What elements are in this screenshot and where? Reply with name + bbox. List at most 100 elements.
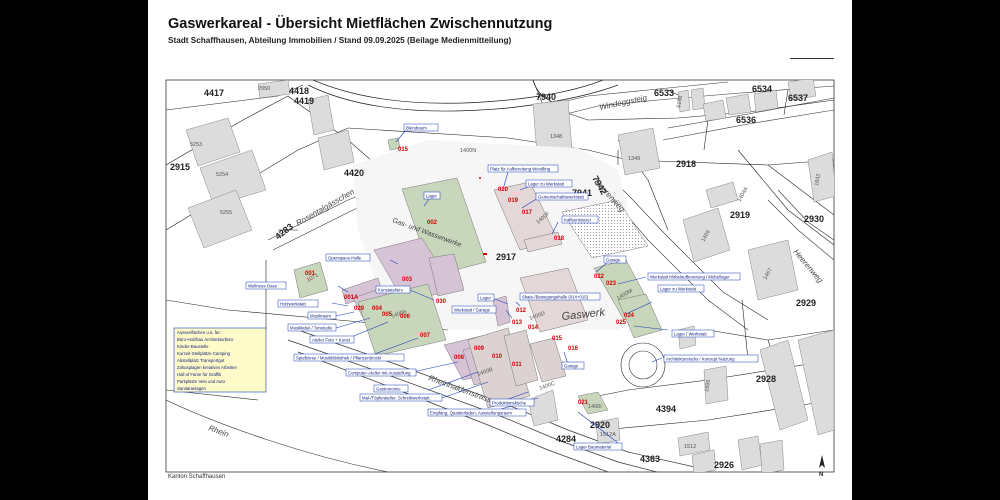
callout-blendraum: Blendraum	[403, 123, 439, 132]
map-sheet: Gaswerkareal - Übersicht Mietflächen Zwi…	[148, 0, 852, 500]
plot-4420: 4420	[344, 168, 364, 178]
svg-text:Blendraum: Blendraum	[406, 126, 427, 131]
building-label-1685: 1685	[704, 379, 712, 392]
svg-text:Gastronomie: Gastronomie	[376, 387, 401, 392]
plot-2920: 2920	[590, 420, 610, 430]
callout-lager-mid: Lager	[477, 293, 495, 302]
svg-text:Lager zu Werkstatt: Lager zu Werkstatt	[660, 287, 697, 292]
page-subtitle: Stadt Schaffhausen, Abteilung Immobilien…	[168, 36, 512, 45]
area-003: 003	[402, 277, 413, 283]
map-content: 4417 4418 4419 7940 6533 6534 6537 6536 …	[166, 80, 834, 472]
area-029: 029	[354, 306, 365, 312]
marker-dash	[483, 253, 487, 255]
svg-text:Empfang, Quartierladen, Ausste: Empfang, Quartierladen, Ausstellungsraum	[430, 411, 512, 416]
building-label-6198: 6198	[676, 95, 684, 108]
building-label-5254: 5254	[216, 172, 228, 178]
building-1512a	[595, 417, 621, 445]
callout-mal-toepfer: Mal-/Töpferatelier, Schreibwerkstatt	[359, 393, 443, 402]
svg-text:Lager Baumaterial: Lager Baumaterial	[576, 445, 611, 450]
building-1512	[677, 431, 711, 457]
legend-line: Kurzeit-Stellplätze Camping	[177, 351, 231, 356]
area-026: 025	[616, 320, 627, 326]
area-021: 020	[498, 187, 509, 193]
building-1406	[682, 207, 731, 263]
callout-architekturstudio: Architekturstudio / Konzept Nutzung	[663, 354, 759, 363]
svg-text:Musikraum: Musikraum	[310, 314, 331, 319]
svg-text:Lager: Lager	[480, 296, 492, 301]
svg-text:Computer-Atelier mit Ausstellu: Computer-Atelier mit Ausstellung	[348, 371, 411, 376]
area-024: 023	[606, 281, 617, 287]
area-014: 014	[528, 325, 539, 331]
callout-lager-werkstatt: Lager zu Werkstatt	[525, 179, 573, 188]
callout-kaffeeroesterei: Kaffeerösterei	[561, 215, 599, 224]
svg-text:Architekturstudio / Konzept Nu: Architekturstudio / Konzept Nutzung	[666, 357, 735, 362]
legend-line: Sanitäranlagen	[177, 386, 207, 391]
building-1348	[532, 99, 573, 155]
callout-spielboerse: Spielbörse / Musikbibliothek / Pflanzenb…	[293, 353, 405, 362]
building-label-1071: 1071	[306, 272, 320, 283]
building-label-1400c: 1400C	[539, 381, 556, 392]
area-001a: 001A	[344, 295, 359, 301]
area-019: 018	[554, 236, 565, 242]
callout-garage-top: Garage	[603, 255, 627, 264]
plot-6533: 6533	[654, 88, 674, 98]
callout-skate: Skate-/Bewegungshalle (014+015)	[519, 292, 601, 301]
plot-2917: 2917	[496, 252, 516, 262]
building-1467	[747, 239, 799, 301]
plot-6536: 6536	[736, 115, 756, 125]
building-label-2950: 2950	[258, 86, 270, 92]
area-018: 017	[522, 210, 533, 216]
svg-text:Lager: Lager	[426, 194, 438, 199]
hatched-area	[561, 199, 649, 259]
callout-lager-werkstatt-3: Lager / Werkstatt	[671, 329, 715, 338]
svg-text:Garage: Garage	[606, 258, 621, 263]
svg-text:Lager zu Werkstatt: Lager zu Werkstatt	[528, 182, 565, 187]
svg-text:Holzwerkstatt: Holzwerkstatt	[280, 302, 307, 307]
svg-text:Produktionsküche: Produktionsküche	[492, 401, 527, 406]
area-004: 004	[372, 306, 383, 312]
building-label-1642: 1642	[814, 173, 822, 186]
road-windeggsteig	[552, 81, 834, 141]
callout-empfang: Empfang, Quartierladen, Ausstellungsraum	[427, 408, 527, 417]
rhein-shore	[166, 399, 389, 472]
plot-6534: 6534	[752, 84, 772, 94]
callout-lager-top: Lager	[423, 191, 441, 200]
north-arrow-icon: N	[819, 455, 825, 478]
legend-line: Abstellplatz Transportgut	[177, 358, 225, 363]
legend-line: Parkplätze Velo und Auto	[177, 379, 226, 384]
area-020: 019	[508, 198, 519, 204]
callout-musiklabel: Musiklabel / Tonstudio	[287, 323, 337, 332]
plot-4394: 4394	[656, 404, 676, 414]
building-label-5255: 5255	[220, 210, 232, 216]
plot-2929: 2929	[796, 298, 816, 308]
callout-produktionskueche: Produktionsküche	[489, 398, 535, 407]
area-001: 001	[305, 271, 316, 277]
area-007: 007	[420, 333, 431, 339]
plot-4417: 4417	[204, 88, 224, 98]
building-label-5253: 5253	[190, 142, 202, 148]
building-label-1400i: 1400I	[588, 404, 602, 410]
plot-2918: 2918	[676, 159, 696, 169]
area-016: 016	[568, 346, 579, 352]
callout-musikraum: Musikraum	[307, 311, 337, 320]
svg-text:Gemeinschaftswerkstatt: Gemeinschaftswerkstatt	[538, 195, 585, 200]
plot-2919: 2919	[730, 210, 750, 220]
area-011: 011	[512, 362, 522, 368]
building-label-1400d: 1400D	[529, 311, 546, 322]
building-1404a	[705, 181, 739, 209]
plot-4363: 4363	[640, 454, 660, 464]
area-010: 010	[492, 354, 503, 360]
building-5253	[185, 117, 241, 167]
svg-text:Werkstatt Möbelaufbereitung /: Werkstatt Möbelaufbereitung / Möbellager	[650, 275, 730, 280]
svg-text:Atelier Foto + Kunst: Atelier Foto + Kunst	[312, 338, 351, 343]
callout-computer-atelier: Computer-Atelier mit Ausstellung	[345, 368, 417, 377]
plot-6537: 6537	[788, 93, 808, 103]
site-map: 4417 4418 4419 7940 6533 6534 6537 6536 …	[165, 79, 835, 480]
area-005: 005	[382, 312, 393, 318]
svg-text:Openspace-Halle: Openspace-Halle	[328, 256, 362, 261]
area-015: 015	[552, 336, 563, 342]
callout-werkstatt-moebel: Werkstatt Möbelaufbereitung / Möbellager	[647, 272, 741, 281]
building-label-1348: 1348	[550, 134, 562, 140]
callout-gastronomie: Gastronomie	[373, 384, 409, 393]
area-025: 024	[624, 313, 635, 319]
